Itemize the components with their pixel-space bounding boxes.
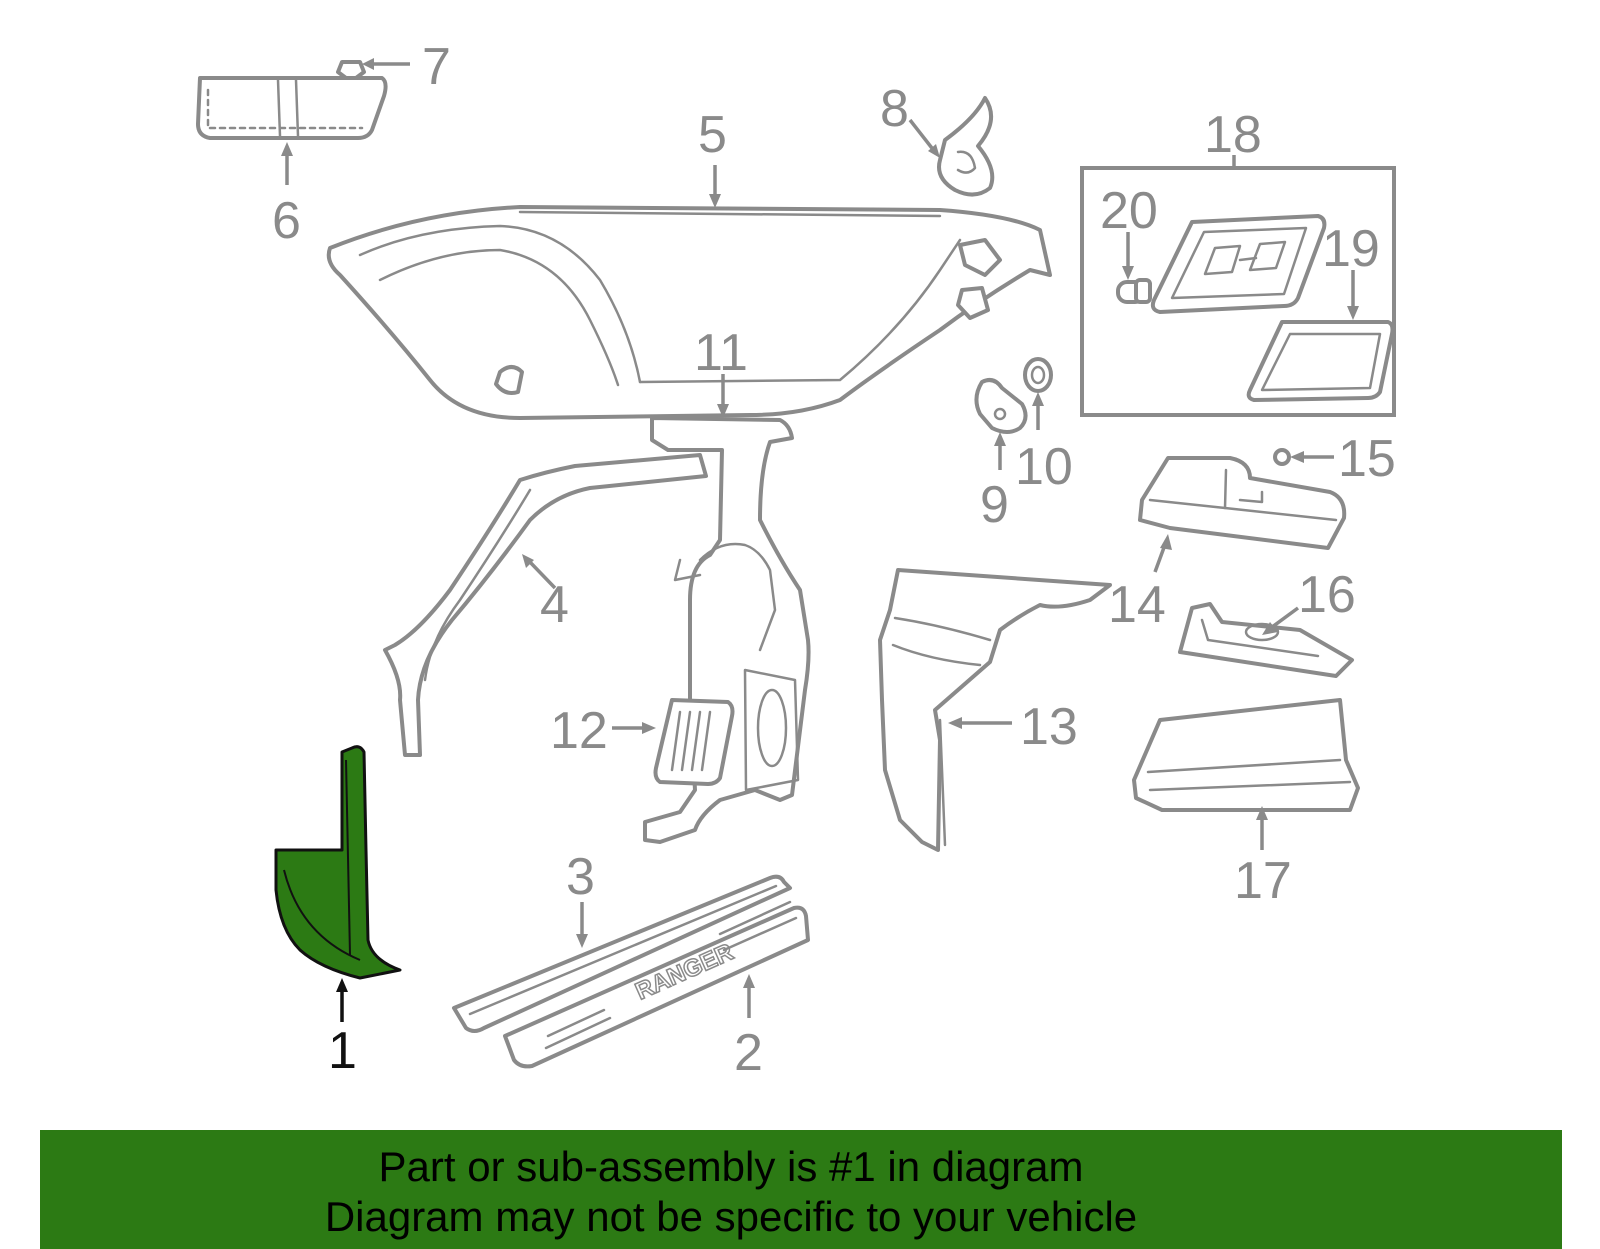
part-3-scuff-plate[interactable]: [452, 874, 792, 1033]
info-banner: Part or sub-assembly is #1 in diagram Di…: [40, 1130, 1562, 1249]
part-17-storage-bin[interactable]: [1132, 698, 1360, 812]
callout-5: 5: [698, 106, 727, 164]
callout-2: 2: [734, 1024, 763, 1082]
part-15-screw[interactable]: [1273, 448, 1291, 466]
callout-13: 13: [1020, 698, 1078, 756]
part-12-speaker-grille[interactable]: [653, 698, 735, 786]
callout-10: 10: [1015, 438, 1073, 496]
part-14-overhead-console[interactable]: [1138, 456, 1347, 550]
part-5-headliner[interactable]: [326, 205, 1052, 420]
part-16-latch-mechanism[interactable]: [1178, 602, 1354, 678]
callout-7: 7: [422, 38, 451, 96]
part-11-quarter-trim[interactable]: [643, 416, 811, 844]
callout-12: 12: [550, 702, 608, 760]
part-18-dome-lamp-assembly[interactable]: [1080, 166, 1396, 417]
leader-lines: [281, 118, 1359, 1022]
callout-16: 16: [1298, 566, 1356, 624]
part-8-coat-hook[interactable]: [937, 96, 995, 197]
callout-15: 15: [1338, 430, 1396, 488]
banner-line-2: Diagram may not be specific to your vehi…: [324, 1193, 1138, 1240]
callout-4: 4: [540, 576, 569, 634]
callout-1: 1: [328, 1022, 357, 1080]
callout-20: 20: [1100, 182, 1158, 240]
part-6-sun-visor[interactable]: [196, 76, 388, 140]
callout-labels: 1 2 3 4 5 6 7 8 9 10 11 12 13 14 15 16 1…: [272, 38, 1396, 1082]
part-1-cowl-side-trim[interactable]: [274, 745, 402, 980]
part-19-dome-lamp-lens[interactable]: [1246, 320, 1395, 402]
callout-17: 17: [1234, 852, 1292, 910]
callout-11: 11: [694, 324, 748, 382]
part-10-cap[interactable]: [1023, 357, 1053, 393]
part-4-windshield-pillar-trim[interactable]: [383, 453, 708, 757]
callout-18: 18: [1204, 106, 1262, 164]
callout-19: 19: [1322, 220, 1380, 278]
callout-9: 9: [980, 476, 1009, 534]
callout-3: 3: [566, 848, 595, 906]
part-20-bulb[interactable]: [1116, 278, 1152, 304]
callout-6: 6: [272, 192, 301, 250]
banner-line-1: Part or sub-assembly is #1 in diagram: [378, 1143, 1084, 1190]
part-9-bracket[interactable]: [974, 378, 1028, 434]
part-13-back-panel-trim[interactable]: [878, 568, 1112, 852]
part-7-visor-clip[interactable]: [336, 58, 410, 80]
callout-14: 14: [1108, 576, 1166, 634]
callout-8: 8: [880, 80, 909, 138]
